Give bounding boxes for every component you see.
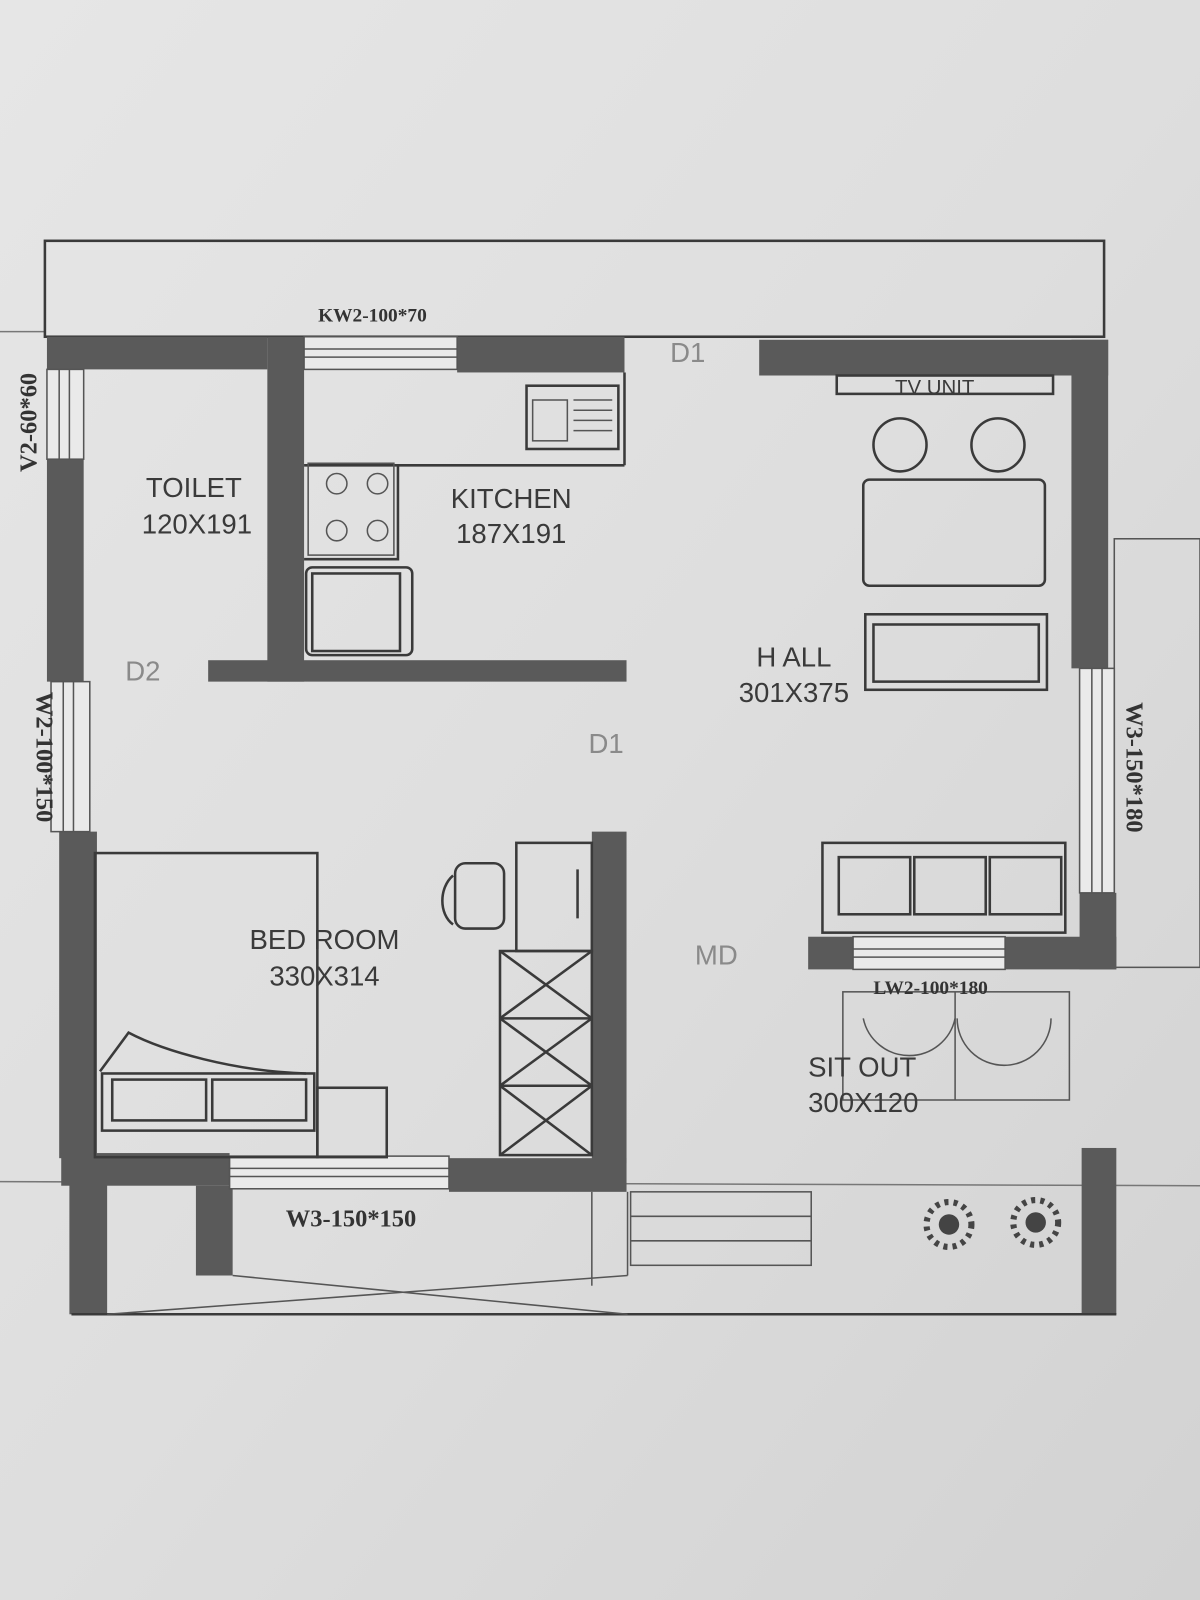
dining-table (861, 478, 1047, 587)
door-label-main: MD (695, 939, 738, 970)
room-name-toilet: TOILET (146, 472, 242, 503)
bed-icon (93, 851, 319, 1159)
study-chair-icon (441, 861, 506, 930)
room-size-toilet: 120X191 (142, 509, 252, 540)
door-label-top: D1 (670, 337, 705, 368)
room-name-bedroom: BED ROOM (249, 924, 399, 955)
room-name-hall: H ALL (756, 641, 831, 672)
room-name-sitout: SIT OUT (808, 1052, 916, 1083)
walls (46, 336, 1117, 1315)
window-label-bedroom: W3-150*150 (286, 1206, 416, 1233)
entrance-steps (629, 1191, 812, 1267)
window-openings (46, 335, 1116, 1190)
plant-icon (923, 1196, 1062, 1251)
stove-icon (307, 462, 395, 556)
tv-unit-label: TV UNIT (895, 377, 974, 399)
room-size-hall: 301X375 (739, 677, 849, 708)
room-name-kitchen: KITCHEN (451, 483, 572, 514)
room-size-sitout: 300X120 (808, 1087, 918, 1118)
wardrobe (498, 949, 594, 1157)
window-label-toilet: V2-60*60 (16, 373, 43, 472)
window-label-hall-bottom: LW2-100*180 (873, 978, 987, 999)
door-label-middle: D1 (589, 728, 624, 759)
tv-unit (835, 374, 1055, 396)
window-label-left: W2-100*150 (31, 692, 58, 823)
kitchen-sink-icon (525, 384, 620, 451)
window-label-hall-right: W3-150*180 (1121, 702, 1148, 833)
kitchen-counter (304, 464, 400, 561)
room-size-bedroom: 330X314 (269, 961, 379, 992)
side-table (316, 1086, 389, 1159)
door-label-toilet: D2 (125, 656, 160, 687)
fridge-icon (304, 566, 414, 657)
sitout-chairs (842, 991, 1071, 1101)
room-size-kitchen: 187X191 (456, 518, 566, 549)
sofa-icon (821, 841, 1067, 934)
chair-icon (872, 417, 1026, 473)
bench (864, 613, 1049, 692)
window-label-kitchen: KW2-100*70 (318, 305, 427, 326)
